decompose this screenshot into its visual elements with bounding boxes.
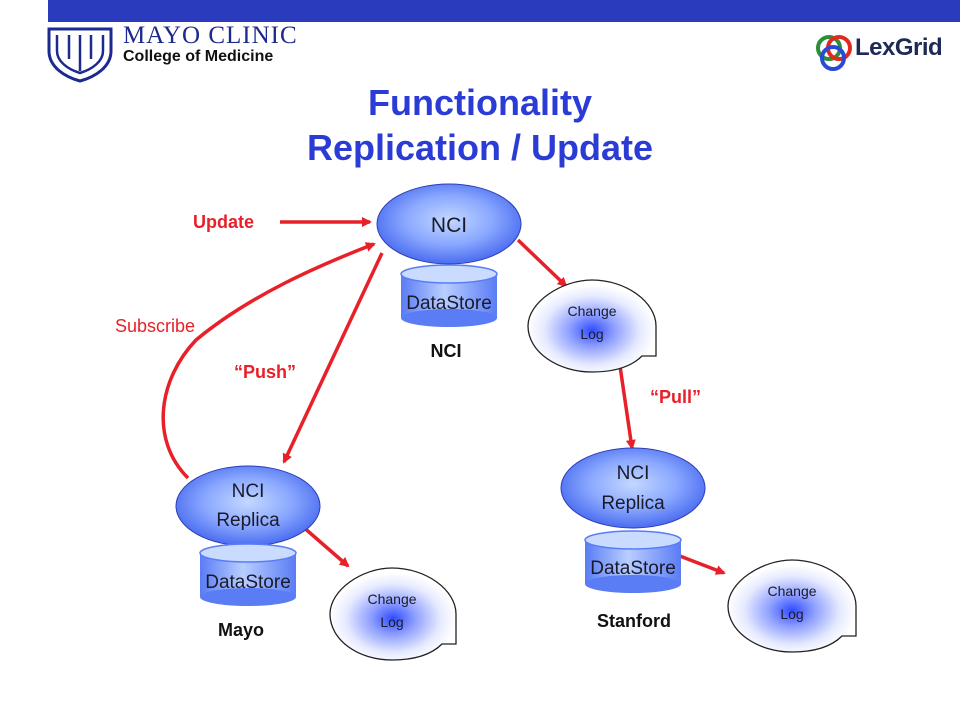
nci-to-changelog-arrow	[516, 238, 568, 288]
pull-arrow	[618, 365, 636, 450]
mayo-replica-node	[175, 465, 321, 547]
nci-node-label: NCI	[431, 214, 467, 237]
mayo-replica-line1: NCI	[232, 481, 265, 502]
change-log-top	[527, 279, 657, 373]
page-title: Functionality	[368, 82, 592, 123]
mayo-changelog-arrow	[300, 524, 350, 568]
mayo-shield-icon	[47, 27, 113, 83]
change-log-mayo-line2: Log	[380, 614, 403, 630]
lexgrid-rings-icon	[816, 35, 852, 71]
change-log-top-line1: Change	[567, 303, 616, 319]
change-log-mayo-line1: Change	[367, 591, 416, 607]
stanford-replica-line2: Replica	[601, 493, 665, 514]
mayo-site-label: Mayo	[218, 620, 264, 640]
page-subtitle: Replication / Update	[306, 127, 654, 168]
change-log-mayo	[329, 567, 457, 661]
brand-name: LexGrid	[855, 34, 943, 61]
subscribe-label: Subscribe	[115, 316, 195, 336]
stanford-datastore	[584, 530, 682, 593]
mayo-datastore	[199, 543, 297, 606]
push-arrow	[282, 252, 384, 464]
nci-datastore	[400, 264, 498, 327]
stanford-site-label: Stanford	[597, 611, 671, 631]
stanford-replica-line1: NCI	[617, 463, 650, 484]
nci-site-label: NCI	[431, 341, 462, 361]
change-log-stanford-line1: Change	[767, 583, 816, 599]
update-label: Update	[193, 212, 254, 232]
mayo-datastore-label: DataStore	[205, 572, 291, 593]
nci-datastore-label: DataStore	[406, 293, 492, 314]
change-log-top-line2: Log	[580, 326, 603, 342]
push-label: “Push”	[234, 362, 296, 382]
change-log-stanford	[727, 559, 857, 653]
change-log-stanford-line2: Log	[780, 606, 803, 622]
org-name: MAYO CLINIC	[123, 22, 298, 49]
stanford-replica-node	[560, 447, 706, 529]
mayo-replica-line2: Replica	[216, 510, 280, 531]
header-bar	[48, 0, 960, 22]
org-subtitle: College of Medicine	[123, 48, 274, 65]
subscribe-arrow	[161, 242, 376, 480]
nci-node	[376, 183, 522, 265]
pull-label: “Pull”	[650, 387, 701, 407]
stanford-datastore-label: DataStore	[590, 558, 676, 579]
